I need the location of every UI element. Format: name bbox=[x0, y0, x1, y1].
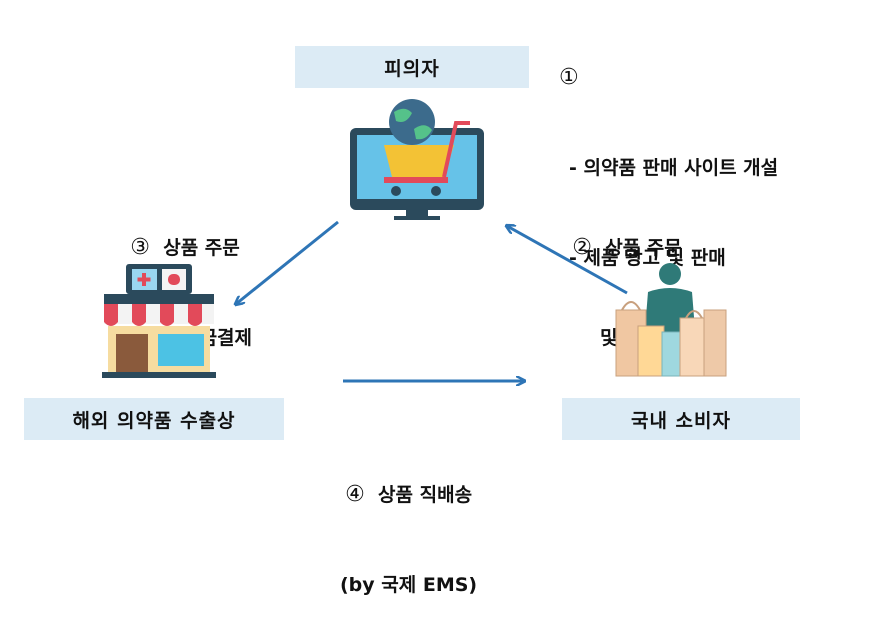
step4-line2: (by 국제 EMS) bbox=[340, 574, 478, 596]
step2-number: ② bbox=[572, 235, 592, 260]
step4-line1: 상품 직배송 bbox=[378, 484, 473, 506]
step1-number: ① bbox=[559, 65, 579, 90]
step3-line1: 상품 주문 bbox=[163, 237, 240, 259]
arrow-suspect-to-exporter bbox=[236, 220, 339, 304]
arrow-consumer-to-suspect bbox=[507, 226, 628, 295]
node-suspect: 피의자 bbox=[295, 46, 529, 88]
node-overseas-exporter: 해외 의약품 수출상 bbox=[24, 398, 284, 440]
step3-number: ③ bbox=[130, 235, 150, 260]
pharmacy-store-icon bbox=[102, 264, 216, 378]
step1-note: ① - 의약품 판매 사이트 개설 - 제품 광고 및 판매 bbox=[557, 3, 778, 303]
node-domestic-consumer: 국내 소비자 bbox=[562, 398, 800, 440]
node-consumer-label: 국내 소비자 bbox=[630, 409, 731, 432]
step4-number: ④ bbox=[345, 482, 365, 507]
node-suspect-label: 피의자 bbox=[384, 57, 440, 80]
node-exporter-label: 해외 의약품 수출상 bbox=[72, 409, 236, 432]
step1-line1: - 의약품 판매 사이트 개설 bbox=[569, 157, 779, 179]
step2-line1: 상품 주문 bbox=[605, 237, 682, 259]
flow-arrows bbox=[0, 220, 628, 483]
computer-shopping-cart-icon bbox=[350, 99, 484, 220]
step1-line2: - 제품 광고 및 판매 bbox=[569, 247, 726, 269]
shopper-bags-icon bbox=[615, 263, 727, 377]
